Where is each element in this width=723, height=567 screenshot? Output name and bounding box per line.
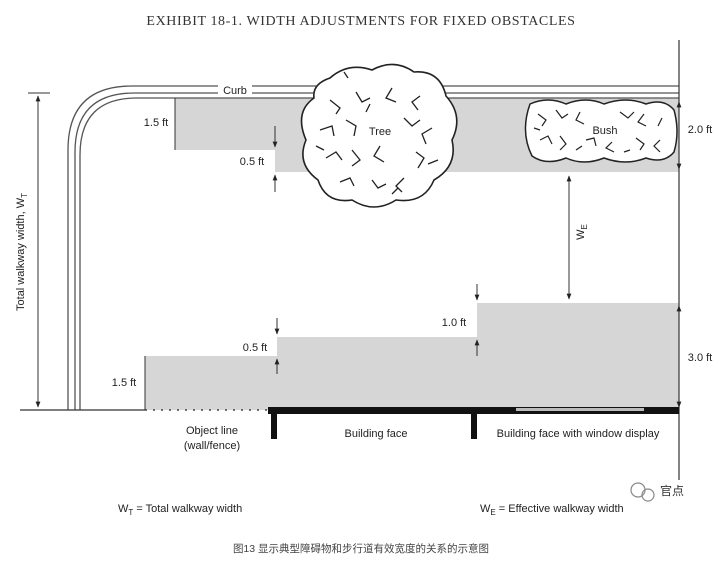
curb-line-mid <box>74 92 679 410</box>
dim-tree-left-bottom: 0.5 ft <box>240 156 264 168</box>
object-line-sublabel: (wall/fence) <box>184 440 240 452</box>
tree-label: Tree <box>369 126 391 138</box>
window-display-strip <box>516 408 644 411</box>
bush-label: Bush <box>592 125 617 137</box>
figure-title: EXHIBIT 18-1. WIDTH ADJUSTMENTS FOR FIXE… <box>146 14 575 29</box>
figure-caption: 图13 显示典型障碍物和步行道有效宽度的关系的示意图 <box>233 542 489 555</box>
dim-tree-left-top: 1.5 ft <box>144 117 168 129</box>
legend-we: WE = Effective walkway width <box>480 503 624 517</box>
curb-line-inner <box>79 97 679 410</box>
bush-shape <box>524 99 678 163</box>
building-face-label: Building face <box>345 428 408 440</box>
dim-bottom-mid: 0.5 ft <box>243 342 267 354</box>
tree-shape <box>300 63 458 208</box>
building-post-left <box>271 407 277 439</box>
dim-bush-right: 2.0 ft <box>688 124 712 136</box>
curb-label-bg <box>218 84 252 96</box>
building-window-label: Building face with window display <box>497 428 660 440</box>
curb-label: Curb <box>223 85 247 97</box>
bottom-right-shade <box>477 303 679 410</box>
bottom-mid-shade <box>277 337 477 410</box>
building-post-right <box>471 407 477 439</box>
dim-bottom-left: 1.5 ft <box>112 377 136 389</box>
object-line-label: Object line <box>186 425 238 437</box>
curb-line-outer <box>67 85 679 410</box>
wt-axis-label: Total walkway width, WT <box>15 193 29 311</box>
watermark-text: 官点 <box>660 483 684 498</box>
watermark-icon <box>630 482 655 502</box>
legend-wt: WT = Total walkway width <box>118 503 242 517</box>
we-axis-label: WE <box>575 224 589 240</box>
dim-bottom-right-step: 1.0 ft <box>442 317 466 329</box>
dim-bottom-right: 3.0 ft <box>688 352 712 364</box>
tree-left-shade-upper <box>175 98 275 150</box>
bottom-left-shade <box>145 356 277 410</box>
